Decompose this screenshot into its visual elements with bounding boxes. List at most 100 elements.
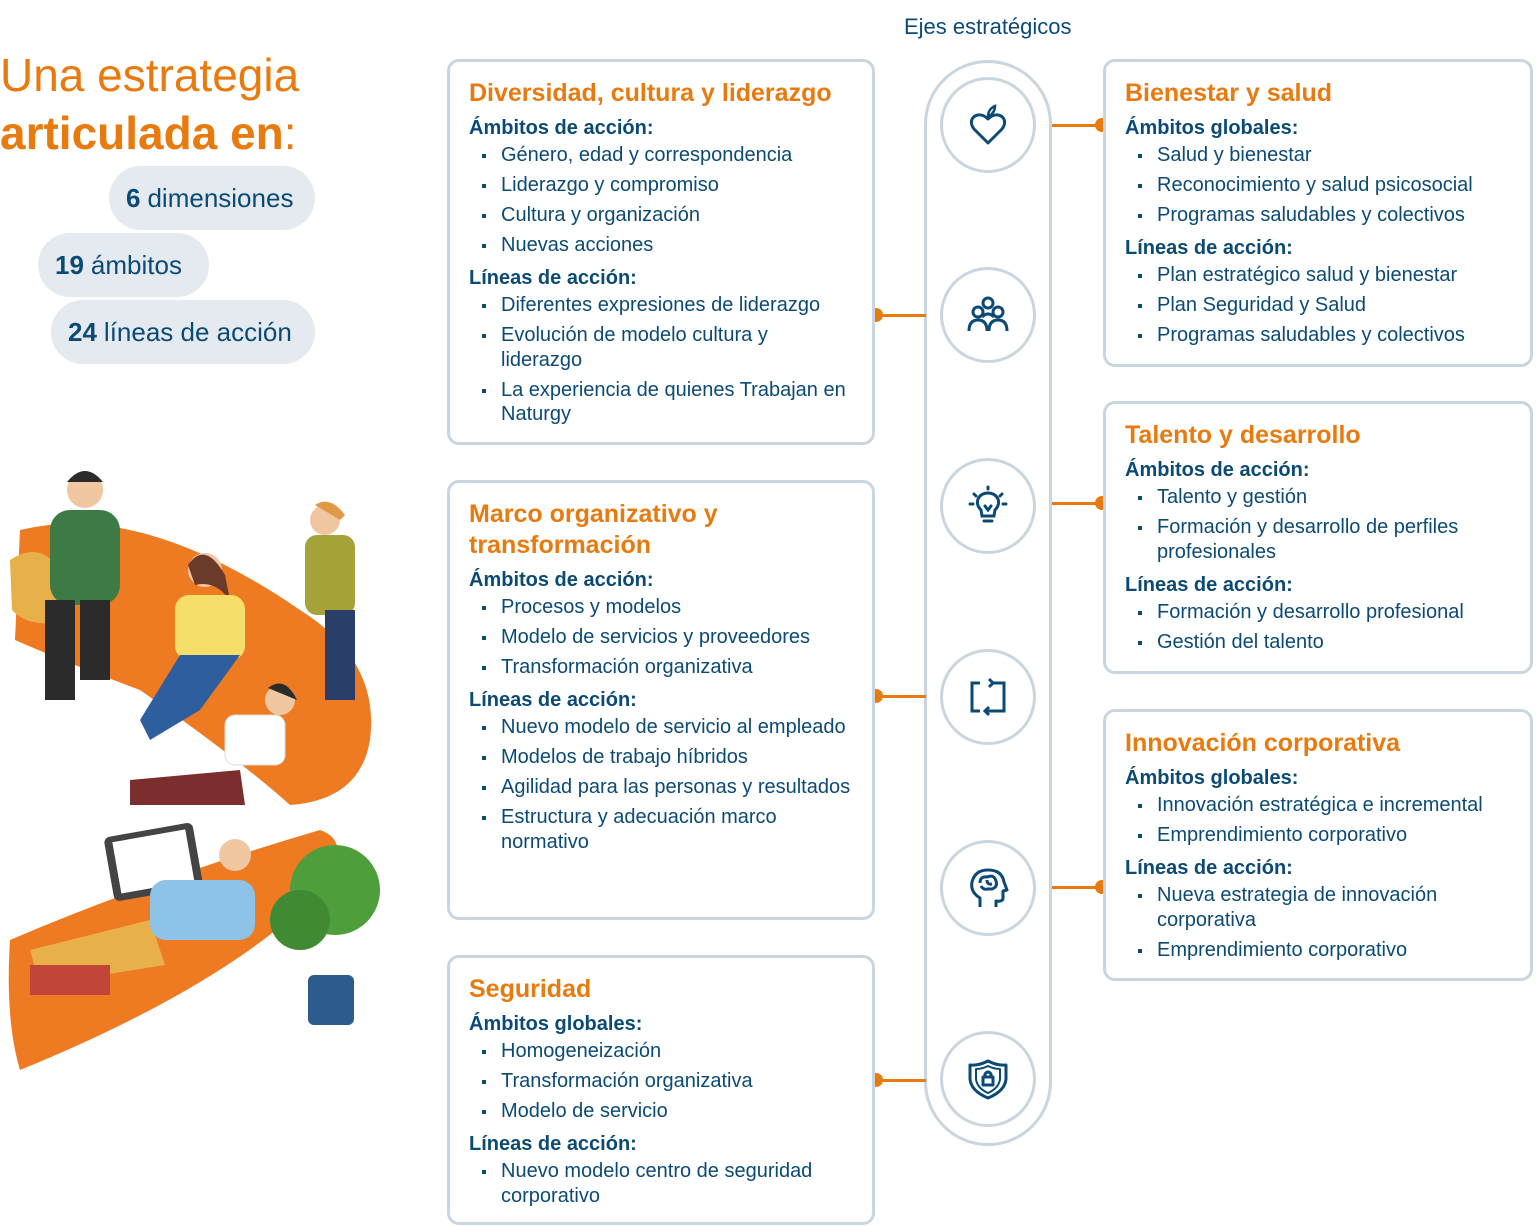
axis-circle xyxy=(940,840,1036,936)
transform-arrows-icon xyxy=(970,677,1006,717)
people-group-icon xyxy=(967,296,1009,332)
card-title: Seguridad xyxy=(469,975,592,1003)
item-list: Nueva estrategia de innovación corporati… xyxy=(1125,883,1512,962)
stat-label: ámbitos xyxy=(90,249,182,280)
connector-line xyxy=(876,695,926,698)
section-heading: Líneas de acción: xyxy=(469,267,637,289)
list-item: Modelo de servicios y proveedores xyxy=(469,625,854,650)
axis-circle xyxy=(940,649,1036,745)
list-item: Transformación organizativa xyxy=(469,1069,854,1094)
axis-circle xyxy=(940,1031,1036,1127)
list-item: Reconocimiento y salud psicosocial xyxy=(1125,173,1512,198)
list-item: Talento y gestión xyxy=(1125,485,1512,510)
axis-circle xyxy=(940,77,1036,173)
stat-number: 24 xyxy=(68,316,97,347)
lightbulb-icon xyxy=(968,485,1008,523)
shield-lock-icon xyxy=(968,1059,1008,1100)
connector-line xyxy=(876,314,926,317)
connector-line xyxy=(1052,124,1102,127)
list-item: Gestión del talento xyxy=(1125,630,1512,655)
list-item: Nuevas acciones xyxy=(469,233,854,258)
section-heading: Ámbitos globales: xyxy=(1125,767,1299,789)
headline-line1: Una estrategia xyxy=(0,49,300,101)
list-item: Plan estratégico salud y bienestar xyxy=(1125,263,1512,288)
section-heading: Ámbitos de acción: xyxy=(1125,459,1310,481)
section-heading: Líneas de acción: xyxy=(1125,237,1293,259)
list-item: Evolución de modelo cultura y liderazgo xyxy=(469,323,854,372)
list-item: Emprendimiento corporativo xyxy=(1125,938,1512,963)
section-heading: Líneas de acción: xyxy=(1125,573,1293,596)
headline-line2: articulada en: xyxy=(0,106,297,160)
section-heading: Líneas de acción: xyxy=(469,1133,637,1155)
card-title: Diversidad, cultura y liderazgo xyxy=(469,79,832,107)
card-title: Bienestar y salud xyxy=(1125,79,1333,107)
card-title: Marco organizativo y transformación xyxy=(469,500,718,559)
axis-circle xyxy=(940,458,1036,554)
brain-head-icon xyxy=(970,868,1009,907)
axis-circle xyxy=(940,267,1036,363)
headline-colon: : xyxy=(283,107,297,159)
stat-label: dimensiones xyxy=(147,182,294,213)
list-item: Formación y desarrollo profesional xyxy=(1125,600,1512,625)
list-item: Nueva estrategia de innovación corporati… xyxy=(1125,883,1512,932)
headline-bold: articulada en xyxy=(0,107,284,159)
list-item: Plan Seguridad y Salud xyxy=(1125,293,1512,318)
list-item: Homogeneización xyxy=(469,1039,854,1064)
section-heading: Ámbitos de acción: xyxy=(469,569,654,591)
people-on-sofas-illustration xyxy=(8,471,380,1070)
section-heading: Líneas de acción: xyxy=(469,689,637,711)
stat-number: 19 xyxy=(55,249,84,280)
card-title: Talento y desarrollo xyxy=(1125,421,1361,449)
section-heading: Líneas de acción: xyxy=(1125,857,1293,879)
list-item: Transformación organizativa xyxy=(469,655,854,680)
section-heading: Ámbitos de acción: xyxy=(469,117,654,139)
connector-line xyxy=(1052,502,1102,505)
list-item: Nuevo modelo centro de seguridad corpora… xyxy=(469,1159,854,1208)
axes-label: Ejes estratégicos xyxy=(904,14,1072,39)
list-item: Procesos y modelos xyxy=(469,595,854,620)
item-list: Nuevo modelo centro de seguridad corpora… xyxy=(469,1159,854,1208)
list-item: La experiencia de quienes Trabajan en Na… xyxy=(469,378,854,427)
card-title: Innovación corporativa xyxy=(1125,729,1401,757)
list-item: Estructura y adecuación marco normativo xyxy=(469,805,854,854)
axes-pillar xyxy=(924,60,1052,1146)
connector-line xyxy=(876,1079,926,1082)
list-item: Modelos de trabajo híbridos xyxy=(469,745,854,770)
list-item: Agilidad para las personas y resultados xyxy=(469,775,854,800)
list-item: Modelo de servicio xyxy=(469,1099,854,1124)
list-item: Género, edad y correspondencia xyxy=(469,143,854,168)
list-item: Formación y desarrollo de perfiles profe… xyxy=(1125,515,1512,564)
list-item: Diferentes expresiones de liderazgo xyxy=(469,293,854,318)
section-heading: Ámbitos globales: xyxy=(469,1013,643,1035)
list-item: Programas saludables y colectivos xyxy=(1125,323,1512,348)
list-item: Innovación estratégica e incremental xyxy=(1125,793,1512,818)
stat-number: 6 xyxy=(126,182,141,213)
list-item: Cultura y organización xyxy=(469,203,854,228)
list-item: Emprendimiento corporativo xyxy=(1125,823,1512,848)
stat-label: líneas de acción xyxy=(103,316,292,347)
list-item: Nuevo modelo de servicio al empleado xyxy=(469,715,854,740)
list-item: Liderazgo y compromiso xyxy=(469,173,854,198)
apple-heart-icon xyxy=(969,104,1007,145)
section-heading: Ámbitos globales: xyxy=(1125,117,1299,139)
list-item: Salud y bienestar xyxy=(1125,143,1512,168)
